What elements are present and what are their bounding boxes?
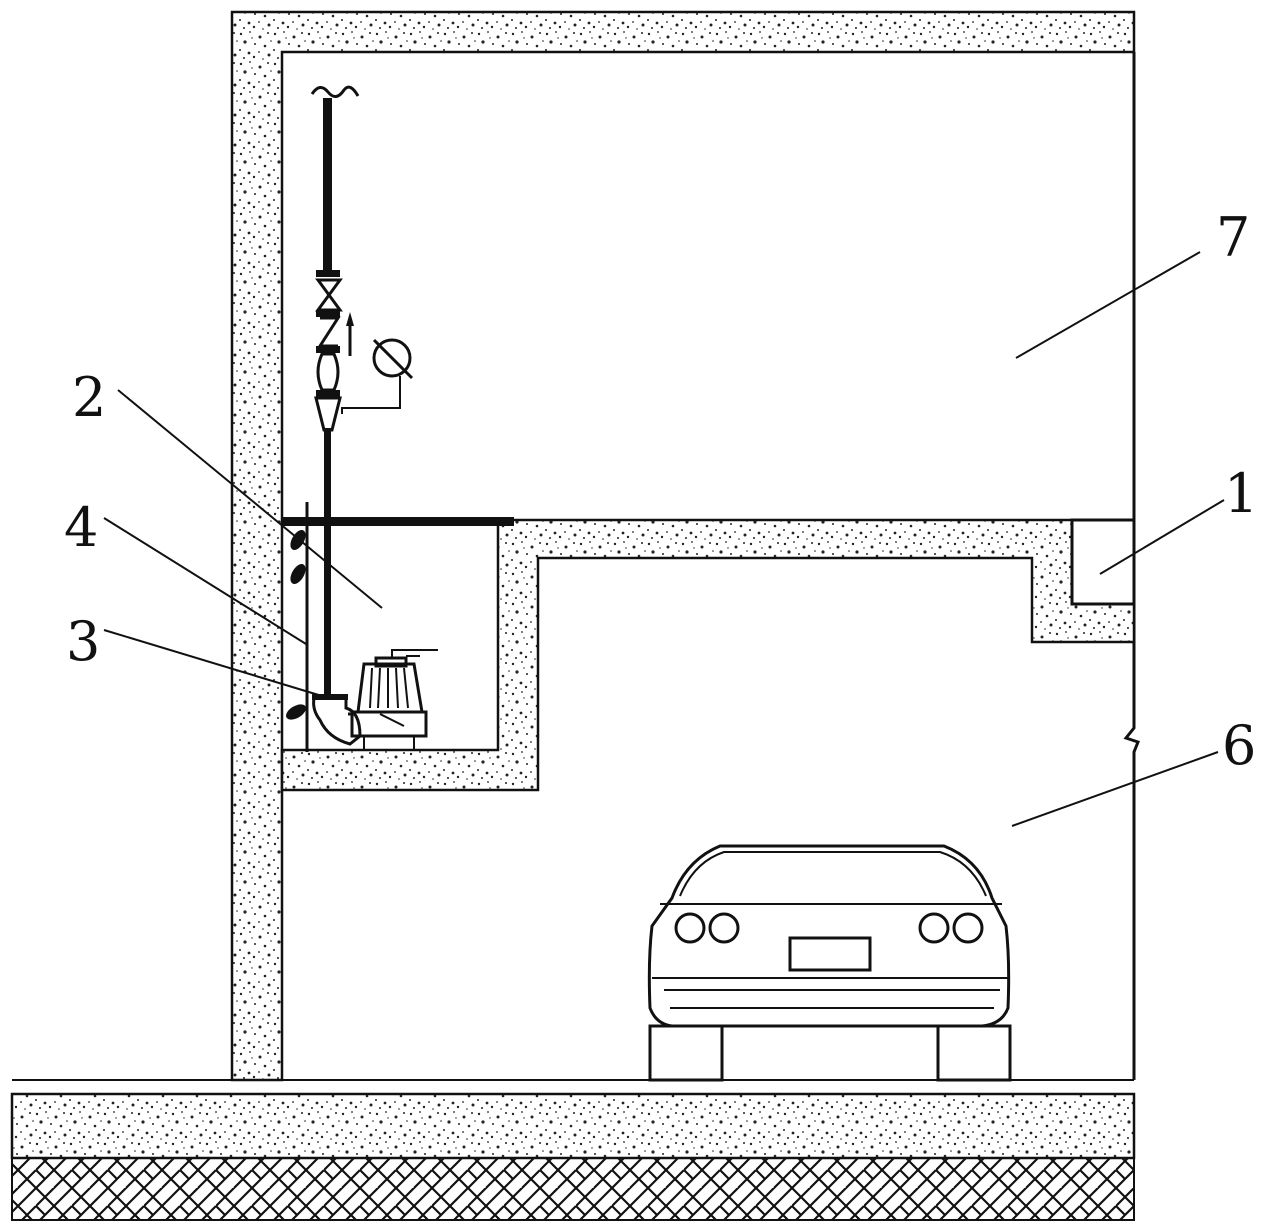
leader-line-6 bbox=[1011, 751, 1219, 827]
pipe-break-symbol bbox=[310, 85, 360, 98]
leader-line-pump bbox=[379, 713, 405, 727]
pump-feet bbox=[363, 736, 415, 750]
leader-line-1 bbox=[1099, 499, 1225, 575]
drainage-box bbox=[1070, 518, 1136, 606]
flex-joint-symbol bbox=[316, 352, 340, 392]
elbow-flange bbox=[312, 694, 348, 700]
ground-earth-hatch bbox=[11, 1157, 1135, 1221]
callout-label-6: 6 bbox=[1222, 714, 1256, 777]
submersible-pump bbox=[356, 662, 424, 714]
float-switch-middle bbox=[290, 564, 306, 584]
gate-valve-symbol bbox=[315, 278, 343, 312]
callout-label-7: 7 bbox=[1216, 206, 1250, 269]
foundation-slab bbox=[10, 1092, 1136, 1160]
callout-label-4: 4 bbox=[64, 496, 98, 559]
leader-line-2 bbox=[117, 389, 383, 609]
float-switch-lower bbox=[286, 704, 306, 720]
leader-line-3 bbox=[103, 629, 323, 697]
leader-line-7 bbox=[1015, 251, 1201, 359]
left-wall bbox=[230, 10, 1136, 1082]
pump-cable bbox=[391, 649, 438, 658]
flow-arrow-head bbox=[346, 312, 354, 326]
flex-joint-flange bbox=[316, 390, 340, 397]
callout-label-1: 1 bbox=[1224, 462, 1258, 525]
right-wall-line bbox=[1123, 52, 1140, 1080]
riser-pipe bbox=[323, 98, 332, 270]
leader-line-4 bbox=[103, 517, 307, 645]
pump-ribs bbox=[369, 667, 409, 709]
pit-cover bbox=[282, 517, 514, 526]
gauge-connection-line bbox=[341, 376, 401, 414]
valve-flange-top bbox=[316, 270, 340, 277]
car-rear-view bbox=[647, 844, 1012, 1082]
callout-label-2: 2 bbox=[72, 366, 106, 429]
check-valve-symbol bbox=[317, 316, 341, 348]
valve-flange-bottom bbox=[316, 310, 340, 317]
pump-base bbox=[350, 710, 428, 738]
pump-top-cap bbox=[374, 656, 408, 668]
reducer-symbol bbox=[314, 396, 342, 432]
check-valve-flange bbox=[316, 346, 340, 353]
callout-label-3: 3 bbox=[66, 610, 100, 673]
gauge-needle bbox=[372, 338, 414, 380]
pressure-gauge-icon bbox=[372, 338, 412, 378]
